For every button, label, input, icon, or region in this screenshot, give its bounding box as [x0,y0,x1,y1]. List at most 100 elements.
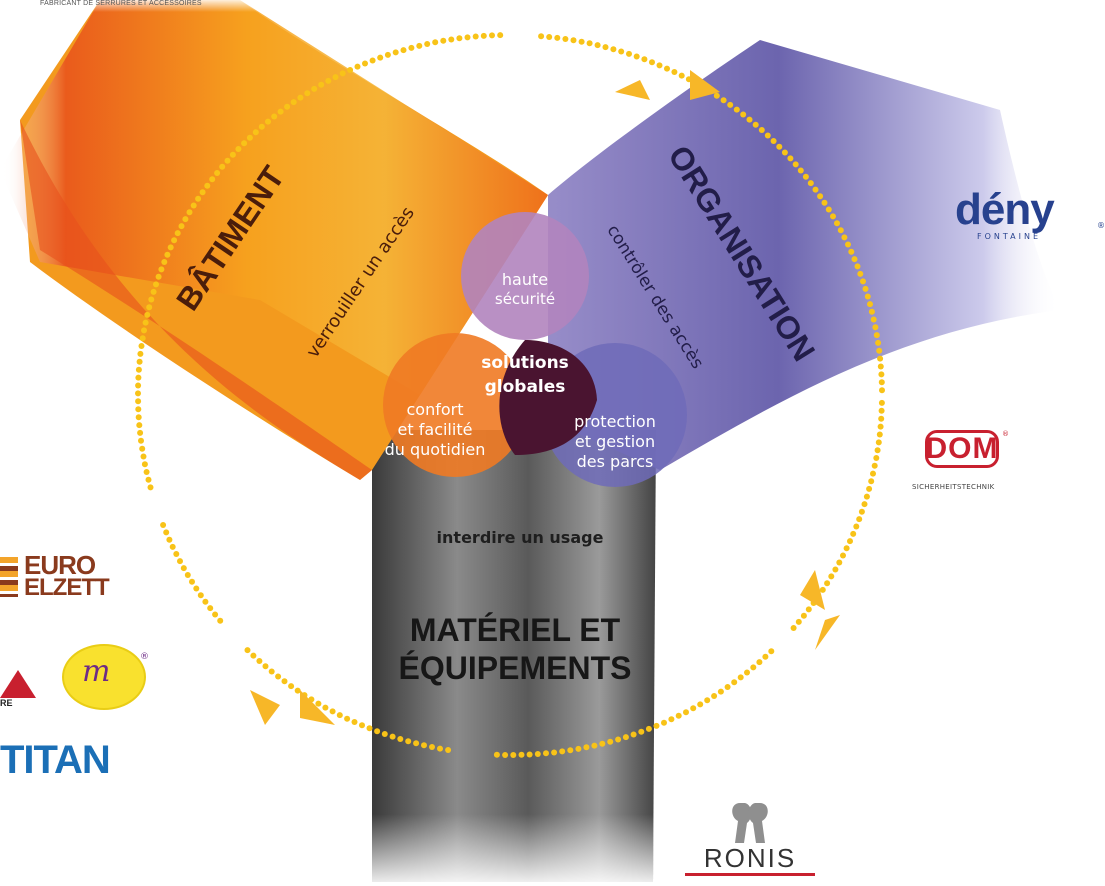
orbit-dot [649,59,655,66]
orbit-dot [602,44,609,51]
orbit-dot [448,36,455,43]
orbit-dot [731,679,738,686]
orbit-dot [315,700,322,707]
orbit-dot [858,508,865,515]
arrow-bottom-left [250,690,280,725]
orbit-dot [413,740,420,747]
orbit-dot [256,658,263,664]
orbit-dot [534,751,541,757]
orbit-dot [262,663,269,670]
orbit-dot [204,182,211,189]
orbit-dot [241,140,248,147]
orbit-dot [135,398,142,405]
orbit-dot [311,85,318,92]
venn-right-line3: des parcs [576,452,654,471]
orbit-dot [825,206,832,213]
deny-logo-mark: ® [1097,221,1105,230]
orbit-dot [877,355,884,362]
ronis-emblem-icon [732,803,768,843]
arrow-right-down [815,615,840,650]
orbit-dot [797,167,804,174]
orbit-dot [746,116,753,123]
orbit-dot [656,62,663,69]
orbit-dot [872,324,879,331]
dom-logo-mark: ® [1002,430,1009,438]
orbit-dot [135,366,142,373]
orbit-dot [878,415,885,422]
venn-right-line1: protection [574,412,656,431]
orbit-dot [362,60,368,67]
orbit-dot [697,701,704,708]
orbit-dot [432,39,439,46]
branch-organisation [548,40,1060,470]
orbit-dot [288,683,295,690]
orbit-dot [802,173,809,180]
orbit-dot [173,551,180,557]
orbit-dot [294,687,301,694]
dom-logo-sub: SICHERHEITSTECHNIK [912,483,995,491]
orbit-dot [594,42,601,49]
orbit-dot [268,668,275,675]
orbit-dot [290,99,297,106]
orbit-dot [389,733,396,740]
orbit-dot [281,678,288,685]
orbit-dot [209,176,216,183]
venn-left-line2: et facilité [397,420,473,439]
orbit-dot [136,422,143,429]
orbit-dot [752,121,759,128]
orbit-dot [158,266,165,273]
orbit-dot [873,455,880,461]
orbit-dot [359,722,365,729]
orbit-dot [244,647,251,654]
orbit-dot [832,566,839,573]
venn-confort [383,333,527,477]
orbit-dot [543,750,549,757]
orbit-dot [871,462,878,469]
orbit-dot [171,237,178,244]
orbit-dot [845,241,851,248]
orbit-dot [184,572,191,578]
arrow-top-right [690,70,720,100]
round-yellow-logo-glyph-icon: m [82,654,111,689]
orbit-dot [664,65,670,72]
venn-right-line2: et gestion [574,432,656,451]
orbit-dot [868,308,875,315]
orbit-dot [526,751,533,758]
orbit-dot [339,70,346,77]
orbit-dot [805,606,812,613]
orbit-dot [817,193,824,200]
orbit-dot [167,244,174,251]
ronis-logo: RONIS [685,795,815,877]
orbit-dot [142,319,149,326]
orbit-dot [336,712,343,719]
orbit-dot [246,134,253,141]
orbit-dot [405,738,412,745]
partial-red-logo: RE [0,670,40,710]
orbit-dot [863,493,870,500]
orbit-dot [661,719,667,726]
orbit-dot [864,293,871,300]
orbit-dot [795,618,802,625]
orbit-dot [381,731,388,737]
orbit-dot [258,123,265,130]
deny-fontaine-logo: dény ® FONTAINE [955,185,1105,245]
orbit-dot [143,469,150,475]
orbit-dot [421,742,427,749]
orbit-dot [135,390,141,397]
orbit-dot [860,278,866,285]
orbit-dot [756,659,763,666]
orbit-dot [437,745,443,752]
orbit-dot [740,111,747,118]
orbit-dot [792,161,799,168]
orbit-dot [724,684,731,690]
deny-logo-sub: FONTAINE [977,232,1042,241]
partial-red-logo-icon [0,670,36,698]
ronis-underline [685,873,815,876]
orbit-dot [297,94,304,101]
venn-top-line2: sécurité [494,290,556,308]
orbit-dot [607,738,614,745]
orbit-dot [160,522,167,528]
orbit-dot [510,752,517,758]
orbit-dot [717,688,724,695]
orbit-dot [464,34,471,41]
